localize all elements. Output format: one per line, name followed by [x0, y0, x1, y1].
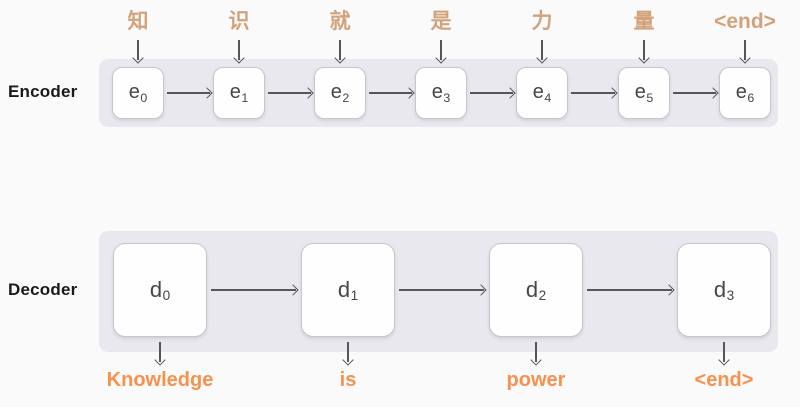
arrow-right-icon [587, 284, 675, 296]
arrow-right-icon [673, 87, 719, 99]
arrow-down-icon [342, 342, 354, 366]
arrow-right-icon [470, 87, 516, 99]
encoder-input-token: 知 [127, 10, 149, 33]
encoder-input-token: 是 [430, 10, 452, 33]
encoder-input-token: 量 [633, 10, 655, 33]
arrow-down-icon [530, 342, 542, 366]
arrow-down-icon [132, 40, 144, 64]
arrow-down-icon [638, 40, 650, 64]
decoder-cell-label: d3 [713, 276, 735, 304]
encoder-cell-label: e1 [229, 81, 249, 105]
arrow-down-icon [739, 40, 751, 64]
arrow-down-icon [718, 342, 730, 366]
arrow-right-icon [571, 87, 618, 99]
encoder-cell-label: e6 [735, 81, 755, 105]
decoder-output-token: <end> [694, 369, 754, 391]
encoder-cell: e2 [314, 67, 366, 119]
encoder-cell-label: e2 [330, 81, 350, 105]
decoder-cell: d0 [113, 243, 207, 337]
arrow-down-icon [435, 40, 447, 64]
decoder-cell: d2 [489, 243, 583, 337]
arrow-right-icon [399, 284, 487, 296]
encoder-cell-label: e0 [128, 81, 148, 105]
decoder-output-token: Knowledge [106, 369, 214, 391]
decoder-output-token: is [339, 369, 357, 391]
decoder-cell-label: d0 [149, 276, 171, 304]
arrow-right-icon [211, 284, 299, 296]
encoder-input-token: 力 [531, 10, 553, 33]
decoder-output-token: power [506, 369, 566, 391]
decoder-cell-label: d1 [337, 276, 359, 304]
decoder-row-label: Decoder [8, 280, 78, 299]
arrow-right-icon [268, 87, 314, 99]
encoder-input-token: 识 [228, 10, 250, 33]
decoder-cell-label: d2 [525, 276, 547, 304]
encoder-cell: e1 [213, 67, 265, 119]
decoder-cell: d3 [677, 243, 771, 337]
arrow-down-icon [154, 342, 166, 366]
encoder-row-label: Encoder [8, 82, 78, 101]
decoder-cell: d1 [301, 243, 395, 337]
arrow-down-icon [233, 40, 245, 64]
encoder-input-token: 就 [329, 10, 351, 33]
encoder-cell: e0 [112, 67, 164, 119]
encoder-input-token: <end> [714, 10, 776, 33]
encoder-cell: e5 [618, 67, 670, 119]
encoder-cell: e4 [516, 67, 568, 119]
arrow-right-icon [167, 87, 213, 99]
encoder-cell-label: e3 [431, 81, 451, 105]
encoder-cell: e6 [719, 67, 771, 119]
arrow-right-icon [369, 87, 415, 99]
encoder-cell-label: e5 [634, 81, 654, 105]
arrow-down-icon [536, 40, 548, 64]
arrow-down-icon [334, 40, 346, 64]
encoder-cell: e3 [415, 67, 467, 119]
decoder-row-background [99, 231, 778, 352]
encoder-cell-label: e4 [532, 81, 552, 105]
